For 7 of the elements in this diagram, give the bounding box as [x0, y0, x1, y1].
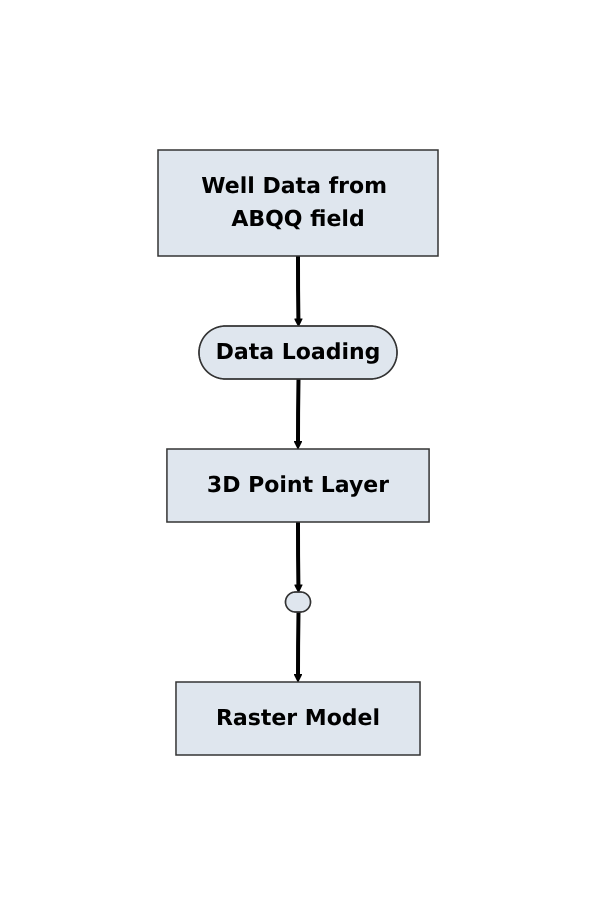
arrow	[294, 522, 302, 592]
node-box: Well Data from ABQQ field	[156, 148, 438, 256]
node-box: Raster Model	[174, 680, 420, 756]
arrow	[294, 256, 302, 326]
arrow	[293, 612, 302, 682]
arrow	[293, 378, 302, 449]
node-box: 3D Point Layer	[166, 448, 430, 522]
